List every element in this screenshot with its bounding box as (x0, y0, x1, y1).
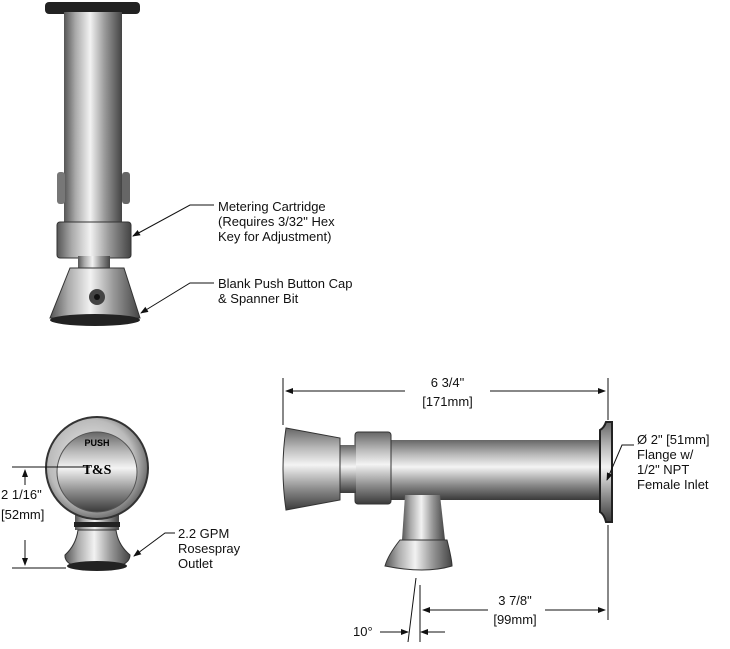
front-height-dimension: 2 1/16" [52mm] (1, 487, 45, 522)
metering-cartridge-callout: Metering Cartridge (Requires 3/32" Hex K… (218, 199, 335, 244)
callout-line: 2.2 GPM (178, 526, 230, 541)
ts-logo: T&S (83, 463, 112, 478)
dimension-metric: [171mm] (422, 394, 473, 409)
outlet-offset-dimension: 3 7/8" [99mm] (480, 593, 550, 627)
outlet-callout: 2.2 GPM Rosespray Outlet (178, 526, 240, 571)
callout-line: Flange w/ (637, 447, 694, 462)
push-marking: PUSH (84, 438, 109, 448)
angle-dimension: 10° (353, 624, 373, 639)
top-view (45, 2, 141, 326)
callout-line: Rosespray (178, 541, 241, 556)
callout-line: 1/2" NPT (637, 462, 690, 477)
callout-line: Blank Push Button Cap (218, 276, 353, 291)
callout-line: Outlet (178, 556, 213, 571)
dimension-imperial: 3 7/8" (498, 593, 532, 608)
callout-line: Metering Cartridge (218, 199, 326, 214)
dimension-metric: [52mm] (1, 507, 45, 522)
callout-line: & Spanner Bit (218, 291, 299, 306)
dimension-imperial: 6 3/4" (430, 375, 465, 390)
front-view: PUSH T&S (45, 416, 149, 571)
callout-line: Ø 2" [51mm] (637, 432, 710, 447)
side-view (282, 421, 613, 571)
flange-callout: Ø 2" [51mm] Flange w/ 1/2" NPT Female In… (637, 432, 710, 492)
dimension-imperial: 2 1/16" (1, 487, 42, 502)
overall-length-dimension: 6 3/4" [171mm] (405, 375, 490, 409)
callout-line: Female Inlet (637, 477, 709, 492)
push-button-cap-callout: Blank Push Button Cap & Spanner Bit (218, 276, 352, 306)
dimension-metric: [99mm] (493, 612, 537, 627)
callout-line: Key for Adjustment) (218, 229, 332, 244)
callout-line: (Requires 3/32" Hex (218, 214, 335, 229)
